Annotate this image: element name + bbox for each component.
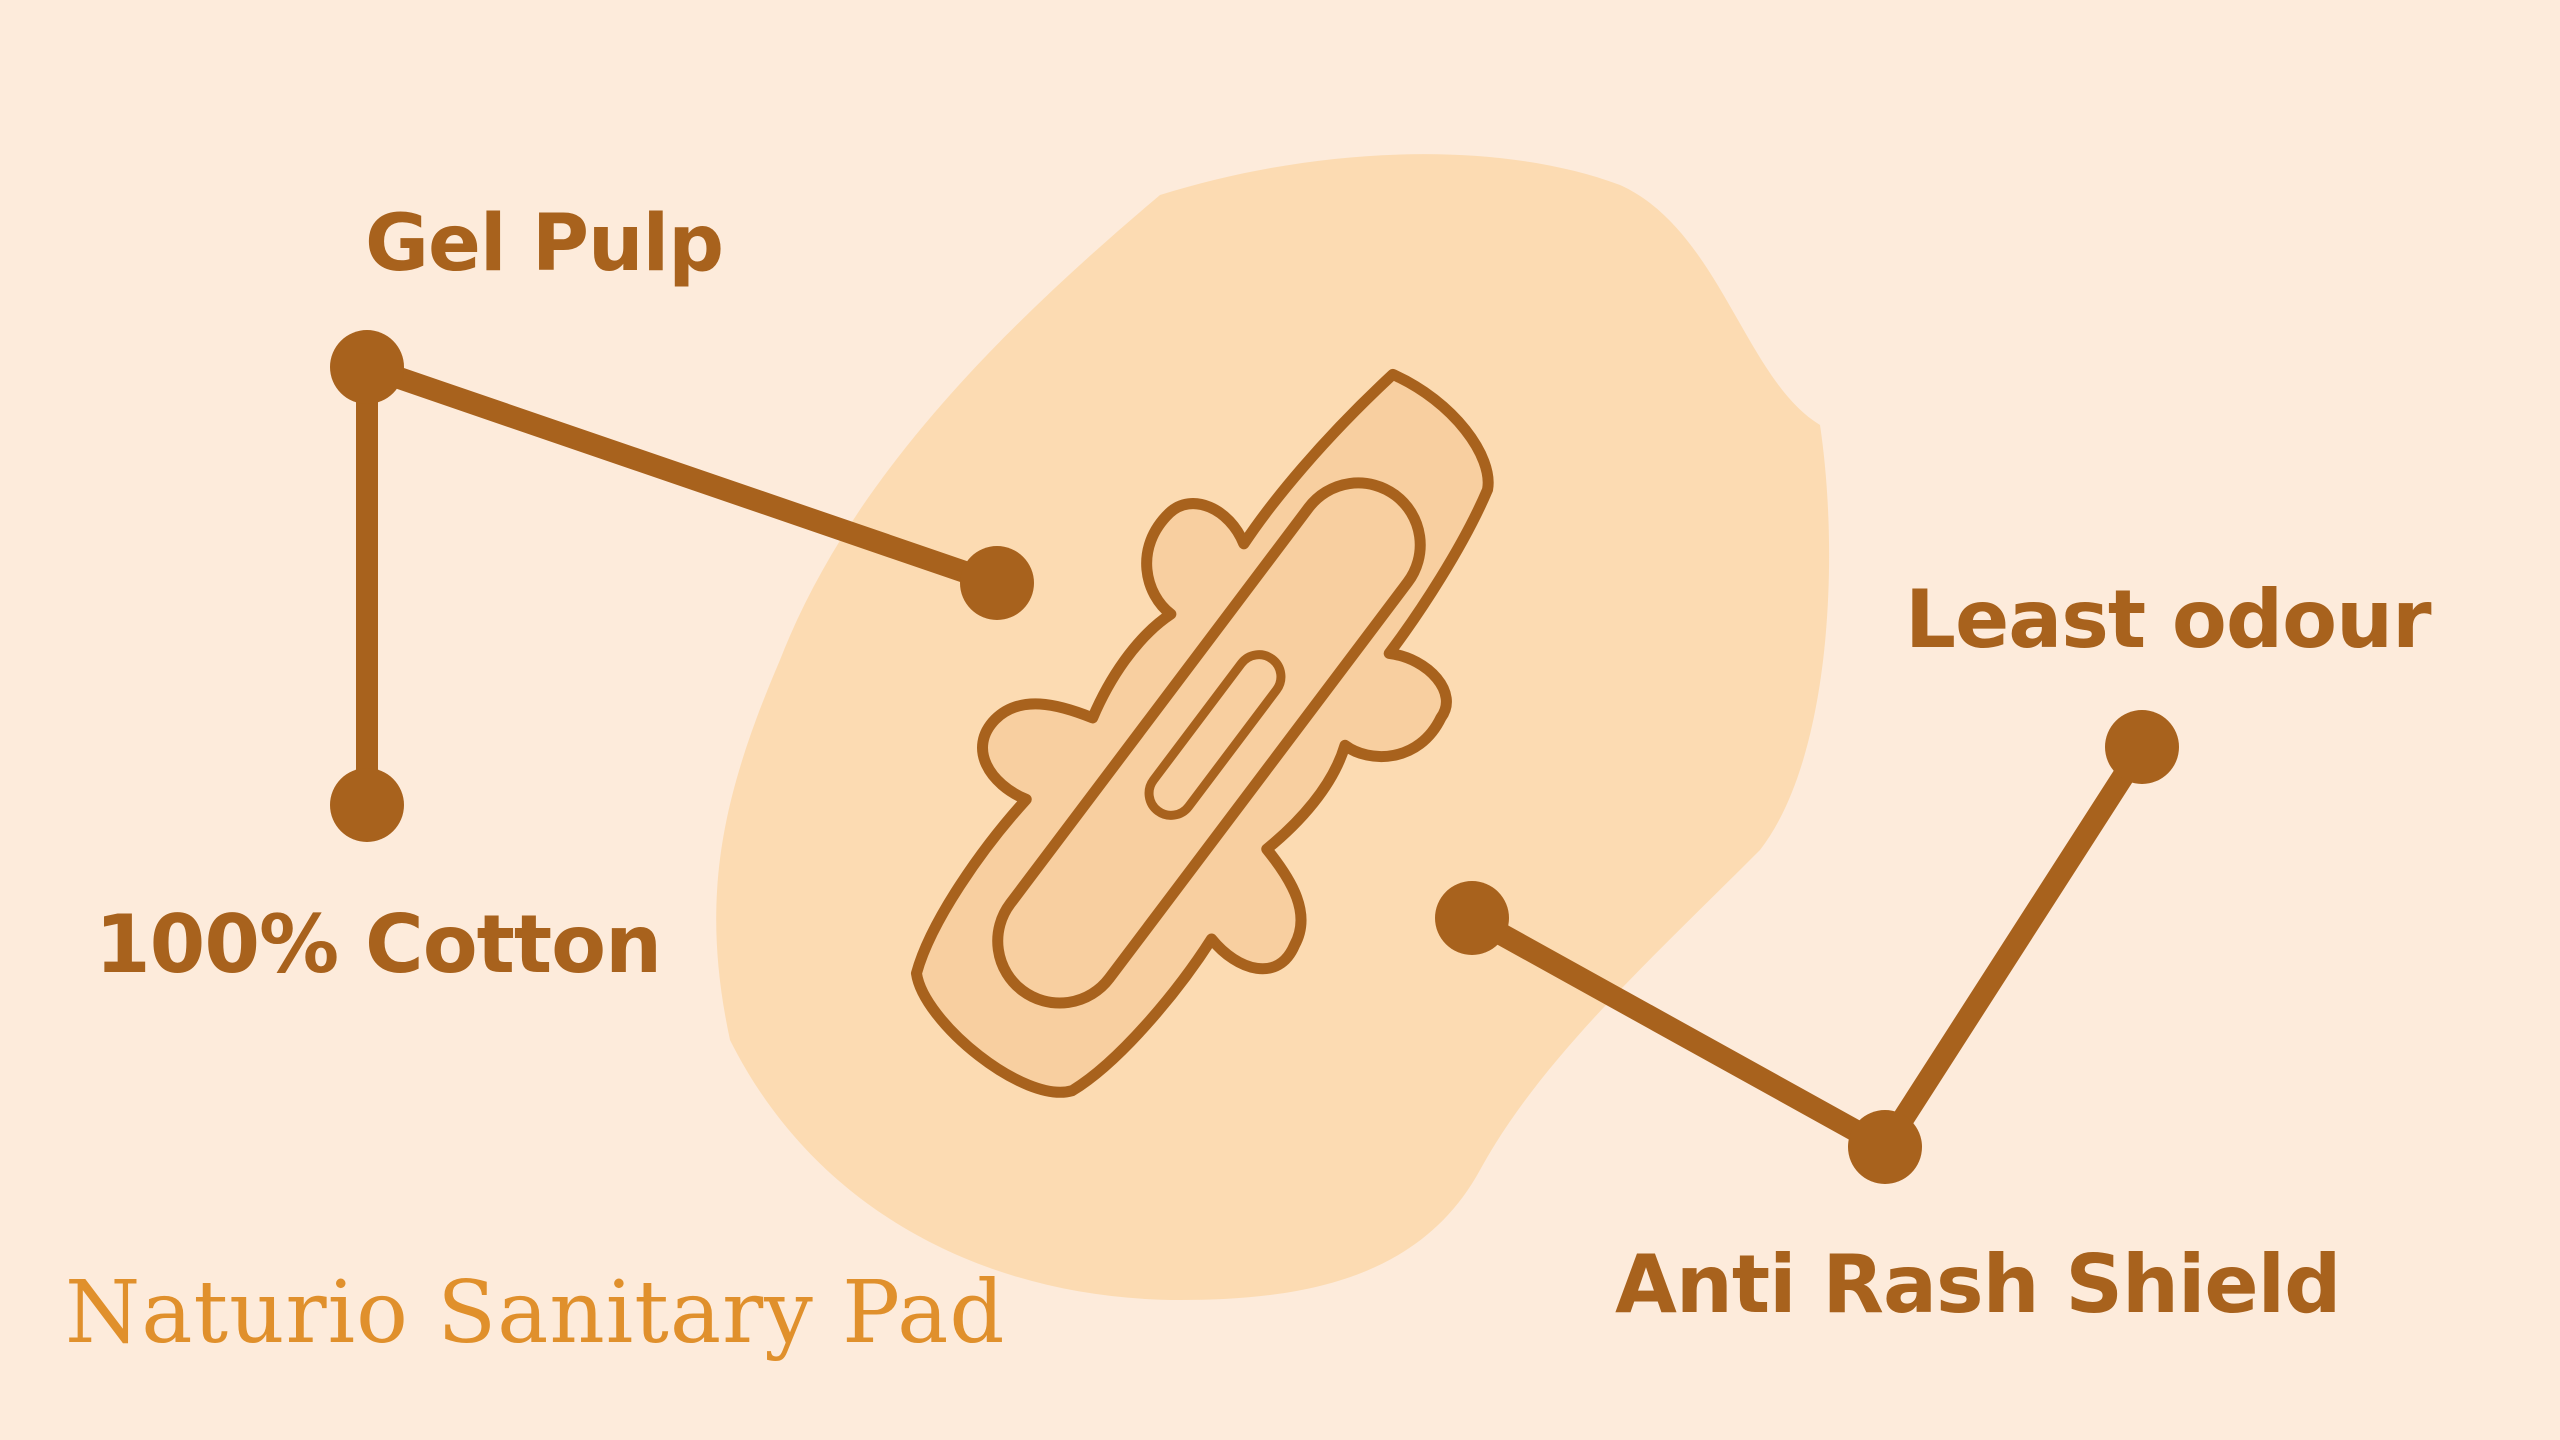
pad-right-node	[1435, 881, 1509, 955]
cotton-node	[330, 768, 404, 842]
anti-rash-node	[1848, 1110, 1922, 1184]
brand-wordmark: Naturio Sanitary Pad	[65, 1263, 1006, 1363]
gel-pulp-node	[330, 330, 404, 404]
cotton-label: 100% Cotton	[95, 898, 662, 991]
pad-left-node	[960, 546, 1034, 620]
gel-pulp-label: Gel Pulp	[365, 199, 724, 289]
pad-inner-core	[992, 477, 1426, 1009]
least-odour-label: Least odour	[1905, 573, 2432, 666]
left-connector	[330, 330, 1034, 842]
sanitary-pad-icon	[910, 368, 1494, 1098]
anti-rash-label: Anti Rash Shield	[1615, 1238, 2341, 1331]
right-connector	[1435, 710, 2179, 1184]
pad-outer-outline	[910, 368, 1494, 1098]
pad-gel-channel	[1144, 650, 1286, 820]
least-odour-node	[2105, 710, 2179, 784]
